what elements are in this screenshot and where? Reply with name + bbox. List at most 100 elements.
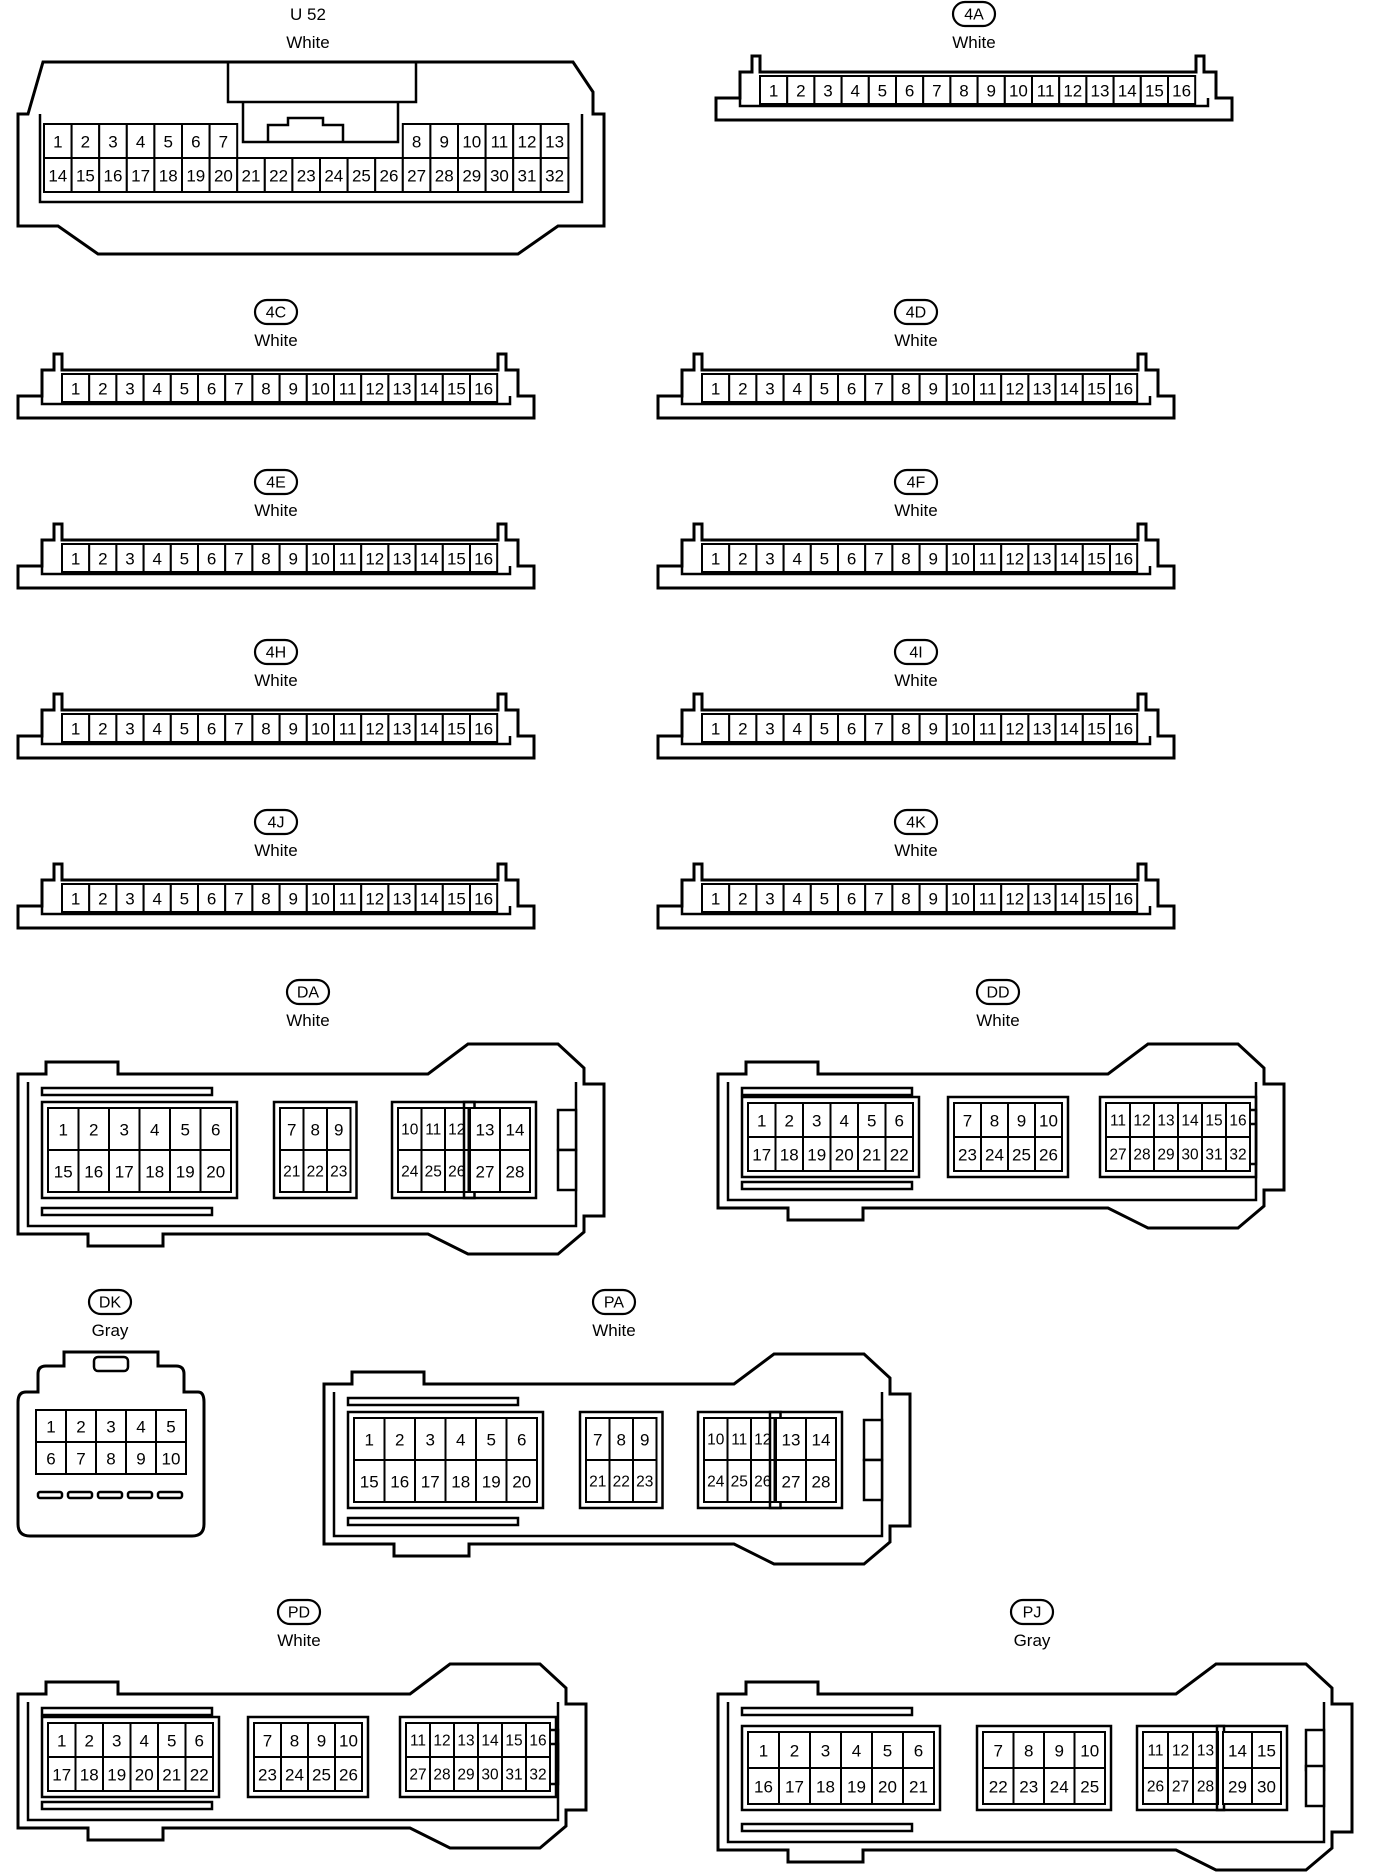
- connector-color: White: [592, 1321, 635, 1340]
- pin-number: 5: [163, 133, 172, 152]
- pin-number: 3: [125, 380, 134, 399]
- pin-cell: [1251, 1767, 1282, 1805]
- pin-number: 4: [150, 1121, 159, 1140]
- pin-cell: [774, 1136, 804, 1172]
- pin-cell: [475, 1459, 508, 1503]
- pin-cell: [755, 373, 785, 403]
- pin-number: 10: [162, 1450, 181, 1469]
- pin-cell: [43, 157, 73, 193]
- connector-code: 4F: [907, 475, 926, 492]
- pin-number: 6: [914, 1742, 923, 1761]
- pin-number: 29: [462, 167, 481, 186]
- latch-tab: [92, 1355, 130, 1373]
- pin-number: 1: [711, 720, 720, 739]
- pin-number: 19: [807, 1146, 826, 1165]
- pin-cell: [61, 883, 91, 913]
- connector-code-badge: [951, 0, 997, 28]
- pin-cell: [157, 1756, 187, 1792]
- pin-cell: [208, 157, 239, 193]
- pin-number: 9: [288, 720, 297, 739]
- pin-number: 1: [757, 1112, 766, 1131]
- pin-cell: [782, 543, 812, 573]
- pin-number: 16: [84, 1163, 103, 1182]
- pin-number: 8: [412, 133, 421, 152]
- rail-slot: [346, 1516, 520, 1527]
- pin-cell: [1142, 1731, 1169, 1769]
- pin-cell: [47, 1149, 80, 1193]
- pin-cell: [74, 1722, 104, 1758]
- pin-number: 11: [410, 1733, 426, 1750]
- pin-number: 3: [812, 1112, 821, 1131]
- pin-number: 27: [409, 1767, 426, 1784]
- pin-number: 11: [1110, 1113, 1126, 1130]
- pin-number: 7: [963, 1112, 972, 1131]
- pin-number: 11: [425, 1122, 441, 1139]
- pin-cell: [444, 1149, 470, 1193]
- pin-cell: [980, 1136, 1009, 1172]
- pin-cell: [501, 1722, 527, 1758]
- pin-number: 6: [847, 720, 856, 739]
- pin-cell: [525, 1722, 551, 1758]
- connector-color: White: [254, 501, 297, 520]
- connector-code: PA: [604, 1295, 624, 1312]
- pin-block-frame: [40, 1100, 239, 1200]
- pin-number: 15: [505, 1733, 522, 1750]
- pin-number: 4: [792, 720, 801, 739]
- pin-number: 10: [1039, 1112, 1058, 1131]
- connector-code: 4I: [909, 645, 922, 662]
- pin-number: 4: [136, 1418, 145, 1437]
- pin-number: 29: [1157, 1147, 1174, 1164]
- pin-cell: [263, 157, 294, 193]
- pin-number: 8: [1024, 1742, 1033, 1761]
- pin-number: 27: [1172, 1779, 1189, 1796]
- pin-cell: [253, 1756, 282, 1792]
- connector-code: DK: [99, 1295, 122, 1312]
- pin-number: 13: [1091, 82, 1110, 101]
- pin-block-frame: [975, 1724, 1113, 1812]
- pin-cell: [115, 543, 145, 573]
- rail-slot: [740, 1706, 914, 1717]
- pin-number: 4: [152, 550, 161, 569]
- pin-number: 15: [447, 380, 466, 399]
- pin-number: 3: [125, 550, 134, 569]
- connector-code-badge: [1009, 1598, 1055, 1626]
- pin-number: 2: [738, 550, 747, 569]
- pin-number: 10: [951, 890, 970, 909]
- pin-cell: [1000, 373, 1030, 403]
- pin-cell: [1109, 373, 1139, 403]
- pin-cell: [405, 1722, 431, 1758]
- side-key: [556, 1108, 578, 1152]
- connector-color: White: [894, 671, 937, 690]
- pin-cell: [469, 883, 499, 913]
- pin-number: 7: [874, 380, 883, 399]
- pin-number: 20: [214, 167, 233, 186]
- pin-number: 9: [928, 890, 937, 909]
- pin-number: 10: [311, 890, 330, 909]
- connector-color: White: [254, 331, 297, 350]
- connector-color: White: [286, 33, 329, 52]
- pin-cell: [251, 373, 281, 403]
- pin-number: 21: [862, 1146, 881, 1165]
- pin-number: 15: [1087, 380, 1106, 399]
- pin-number: 16: [1114, 890, 1133, 909]
- side-key: [1304, 1728, 1326, 1772]
- drain-slot: [66, 1490, 94, 1500]
- pin-number: 15: [76, 167, 95, 186]
- pin-cell: [701, 543, 731, 573]
- pin-cell: [333, 373, 363, 403]
- pin-number: 12: [518, 133, 537, 152]
- pin-number: 16: [1114, 380, 1133, 399]
- pin-number: 22: [190, 1766, 209, 1785]
- pin-number: 5: [180, 720, 189, 739]
- pin-number: 10: [951, 720, 970, 739]
- pin-number: 5: [883, 1742, 892, 1761]
- pin-number: 14: [420, 890, 439, 909]
- pin-block-frame: [578, 1410, 664, 1510]
- pin-number: 13: [1033, 550, 1052, 569]
- pin-number: 12: [754, 1432, 771, 1449]
- pin-number: 7: [76, 1450, 85, 1469]
- pin-number: 16: [390, 1473, 409, 1492]
- pin-cell: [1003, 75, 1033, 105]
